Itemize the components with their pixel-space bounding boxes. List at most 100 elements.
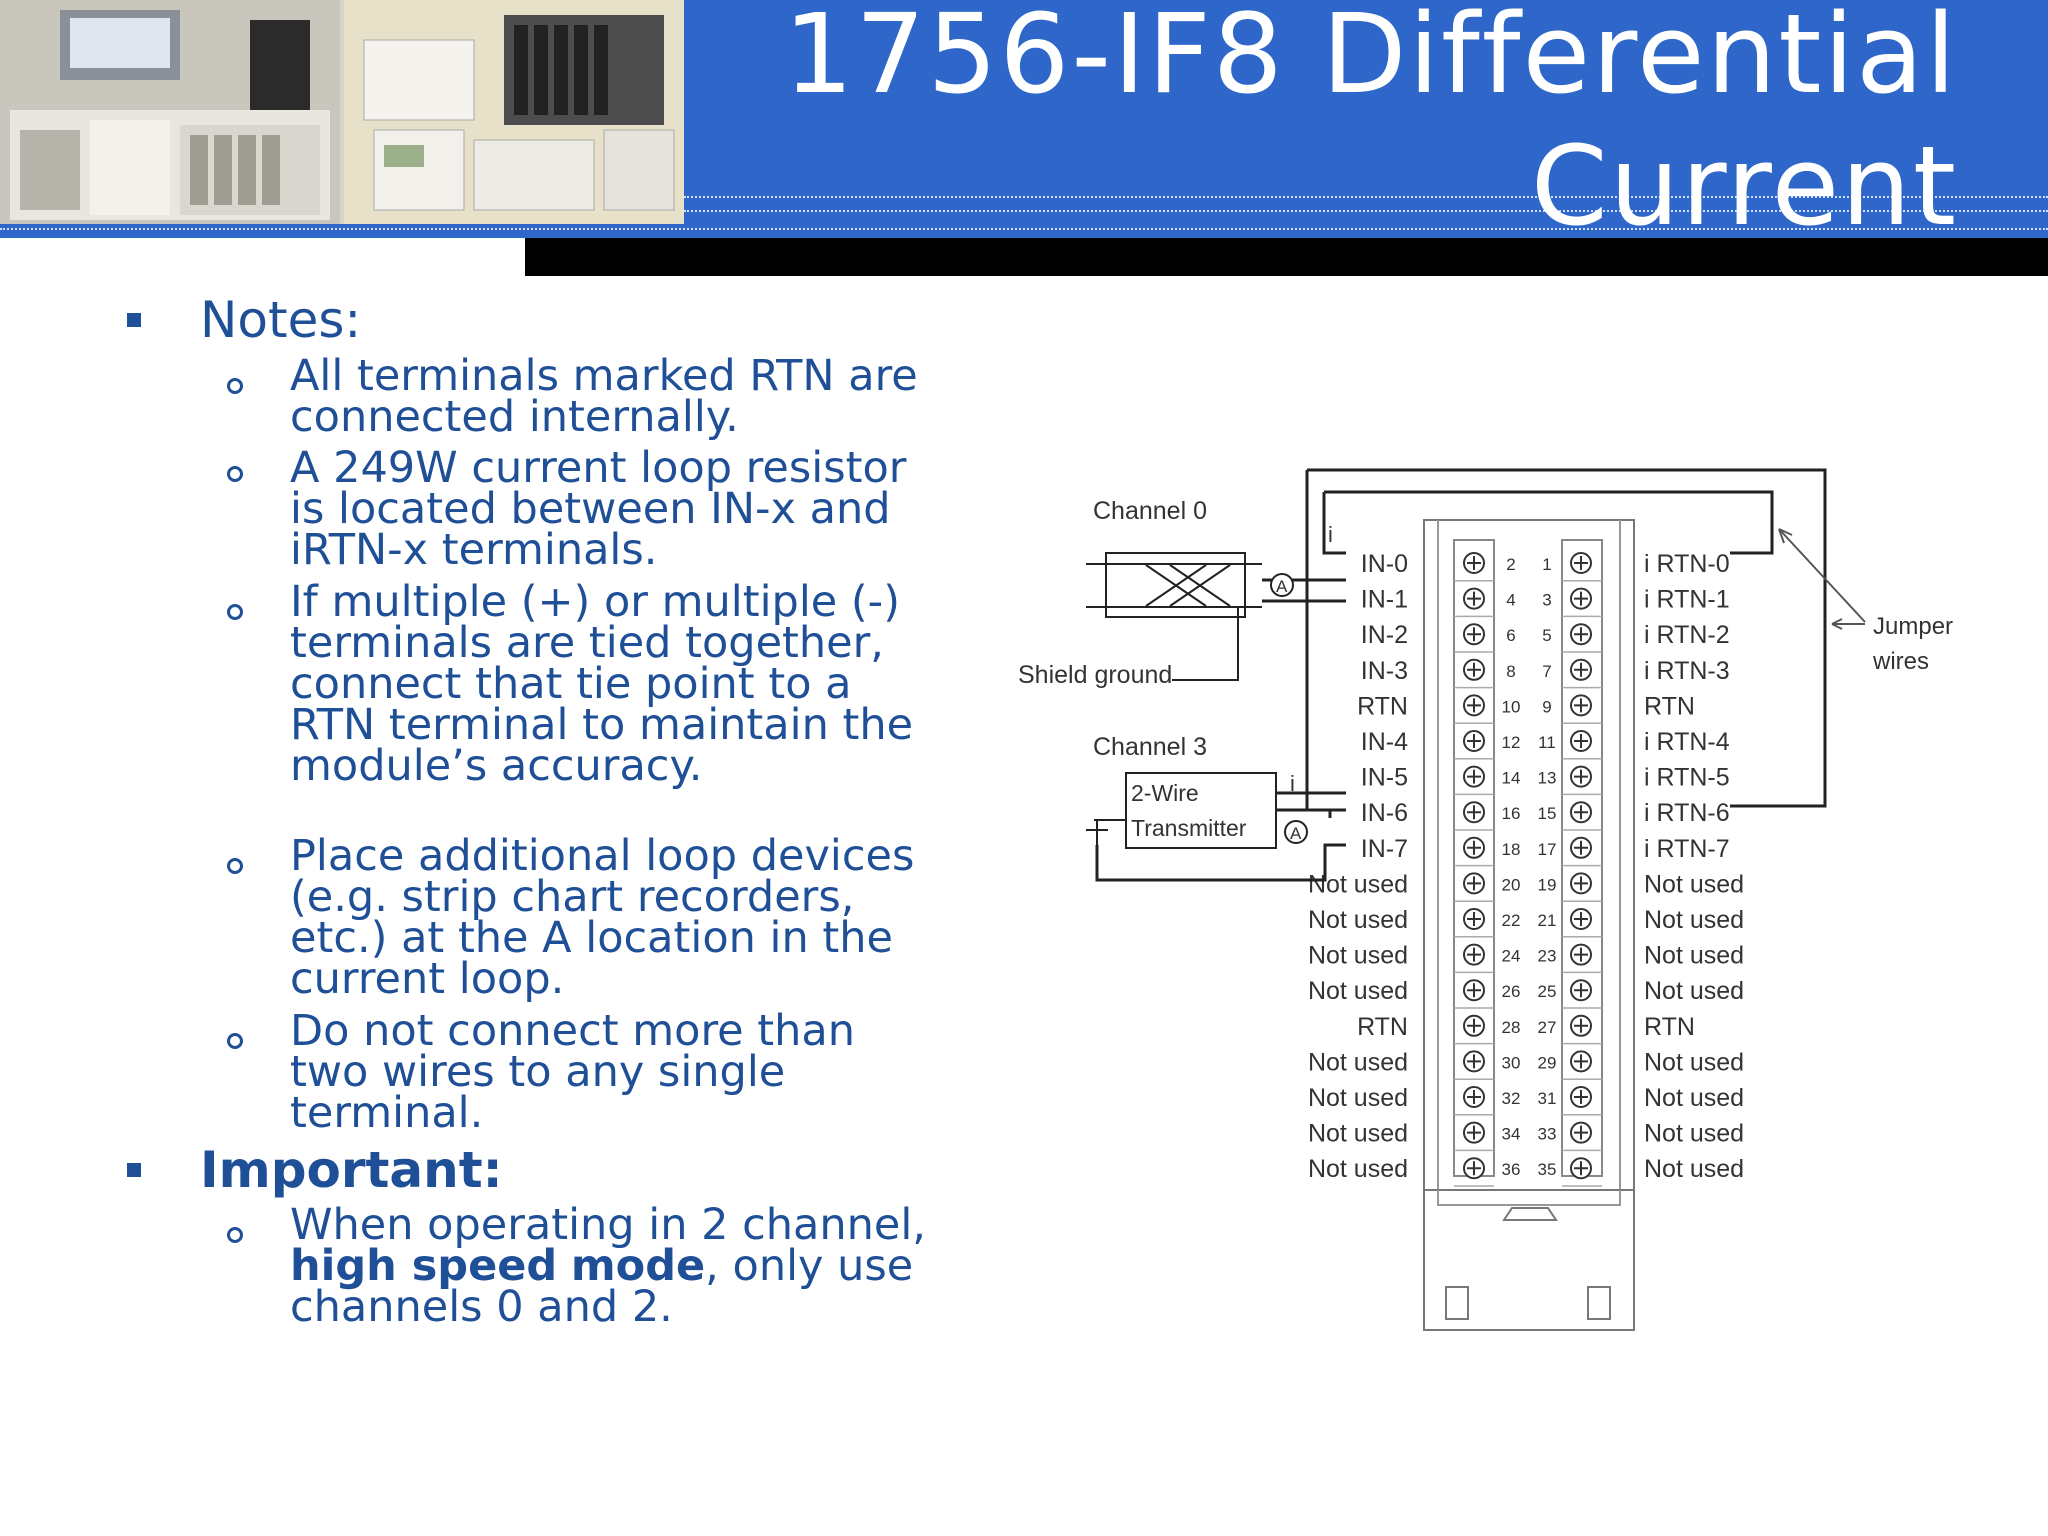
screw-slot (1574, 805, 1588, 820)
important-emphasis: high speed (290, 1241, 558, 1291)
channel3-label: Channel 3 (1093, 733, 1207, 761)
terminal-label-right: Not used (1644, 1120, 1744, 1148)
screw-slot (1467, 769, 1481, 784)
important-item: When operating in 2 channel, high speed … (290, 1204, 930, 1329)
terminal-label-right: i RTN-6 (1644, 799, 1730, 827)
note-item: All terminals marked RTN are connected i… (290, 351, 918, 442)
terminal-number: 7 (1542, 662, 1551, 681)
terminal-label-right: RTN (1644, 692, 1695, 720)
terminal-label-right: i RTN-2 (1644, 621, 1730, 649)
terminal-label-right: i RTN-0 (1644, 550, 1730, 578)
screw-slot (1574, 1054, 1588, 1069)
screw-slot (1467, 1018, 1481, 1033)
terminal-label-right: RTN (1644, 1013, 1695, 1041)
terminal-number: 18 (1502, 840, 1521, 859)
terminal-label-right: i RTN-4 (1644, 728, 1730, 756)
screw-slot (1467, 805, 1481, 820)
terminal-number: 19 (1538, 875, 1557, 894)
terminal-number: 32 (1502, 1089, 1521, 1108)
terminal-number: 6 (1506, 626, 1515, 645)
screw-slot (1467, 1125, 1481, 1140)
terminal-label-left: IN-5 (1361, 764, 1408, 792)
terminal-label-left: IN-4 (1361, 728, 1408, 756)
screw-slot (1574, 912, 1588, 926)
terminal-label-right: Not used (1644, 1155, 1744, 1183)
note-item: A 249W current loop resistor is located … (290, 443, 907, 575)
terminal-label-left: Not used (1308, 977, 1408, 1005)
screw-slot (1574, 983, 1588, 998)
screw-slot (1467, 947, 1481, 962)
terminal-label-left: IN-2 (1361, 621, 1408, 649)
screw-slot (1574, 591, 1588, 606)
terminal-number: 34 (1502, 1125, 1521, 1144)
channel0-return-wire (1322, 492, 1346, 555)
terminal-number: 25 (1538, 982, 1557, 1001)
square-bullet-icon (127, 1163, 141, 1177)
terminal-number: 1 (1542, 555, 1551, 574)
screw-slot (1467, 698, 1481, 713)
terminal-number: 21 (1538, 911, 1557, 930)
terminal-label-left: IN-0 (1361, 550, 1408, 578)
screw-slot (1574, 1125, 1588, 1140)
terminal-label-left: IN-1 (1361, 586, 1408, 614)
screw-slot (1574, 556, 1588, 570)
note-item: Do not connect more than two wires to an… (290, 1006, 856, 1138)
terminal-label-right: Not used (1644, 942, 1744, 970)
title-underbar (525, 238, 2048, 276)
terminal-label-left: Not used (1308, 1084, 1408, 1112)
terminal-number: 3 (1542, 591, 1551, 610)
jumper-label: Jumper (1873, 613, 1953, 640)
channel3-wire (1276, 808, 1346, 818)
terminal-number: 30 (1502, 1053, 1521, 1072)
screw-slot (1467, 983, 1481, 998)
terminal-number: 9 (1542, 697, 1551, 716)
terminal-number: 13 (1538, 769, 1557, 788)
wires (1086, 468, 1827, 882)
channel3-return-wire (1305, 470, 1346, 812)
terminal-number: 24 (1502, 947, 1521, 966)
jumper-wire (1324, 490, 1774, 555)
terminal-label-left: RTN (1357, 1013, 1408, 1041)
title-line-1: 1756-IF8 Differential (783, 0, 1958, 118)
important-text-part: When operating in 2 channel, (290, 1200, 926, 1250)
terminal-number: 8 (1506, 662, 1515, 681)
terminal-number: 14 (1502, 769, 1521, 788)
screw-slot (1467, 1090, 1481, 1104)
screw-slot (1574, 1090, 1588, 1104)
screw-slot (1467, 662, 1481, 677)
dotted-rule (684, 196, 2048, 198)
important-heading: Important: (200, 1141, 503, 1199)
terminal-label-left: RTN (1357, 692, 1408, 720)
terminal-number: 17 (1538, 840, 1557, 859)
transmitter-label: Transmitter (1131, 815, 1247, 841)
circle-bullet-icon (227, 378, 243, 394)
dotted-rule (684, 210, 2048, 212)
terminal-number: 2 (1506, 555, 1515, 574)
terminal-number: 26 (1502, 982, 1521, 1001)
terminal-label-left: Not used (1308, 1120, 1408, 1148)
terminal-number: 28 (1502, 1018, 1521, 1037)
jumper-wire (1307, 468, 1827, 808)
screw-slot (1574, 769, 1588, 784)
important-emphasis: mode (570, 1241, 706, 1291)
current-symbol: i (1290, 771, 1295, 796)
screw-slot (1467, 840, 1481, 855)
terminal-number: 11 (1538, 733, 1556, 752)
channel3-loop-wire (1095, 843, 1346, 882)
terminal-label-left: Not used (1308, 1048, 1408, 1076)
terminal-number: 5 (1542, 626, 1551, 645)
screw-slot (1467, 734, 1481, 748)
terminal-number: 4 (1506, 591, 1515, 610)
terminal-number: 16 (1502, 804, 1521, 823)
circle-bullet-icon (227, 1033, 243, 1049)
screw-slot (1574, 1161, 1588, 1176)
screw-slot (1574, 627, 1588, 642)
twisted-pair (1145, 564, 1231, 607)
terminal-number: 35 (1538, 1160, 1557, 1179)
screw-slot (1467, 591, 1481, 606)
ammeter (1270, 573, 1308, 844)
terminal-number: 31 (1538, 1089, 1557, 1108)
terminal-number: 33 (1538, 1125, 1557, 1144)
circle-bullet-icon (227, 604, 243, 620)
